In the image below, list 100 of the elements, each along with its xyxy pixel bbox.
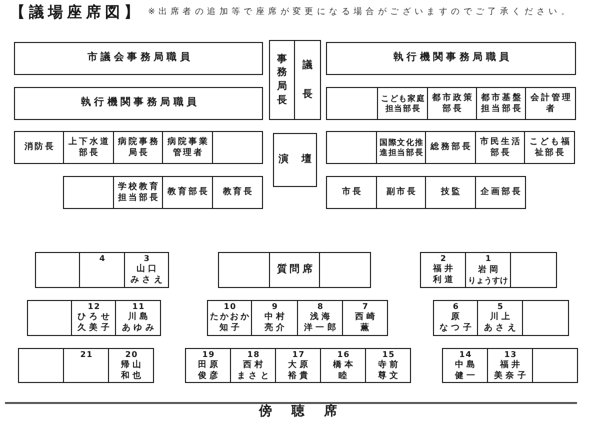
seat-number: 14 [458,350,472,360]
seat-number: 20 [124,350,138,360]
podium-label: 演壇 [278,154,312,166]
member-given-name: 美奈子 [493,370,529,382]
seat-number: 3 [143,254,150,264]
member-surname: たかおか [209,312,250,323]
seat-number: 9 [271,302,278,312]
seat-box [269,252,320,288]
seat-label: 質問席 [276,264,315,276]
seat-number: 21 [79,350,93,360]
member-surname: 田原 [196,360,222,370]
member-surname: 中島 [454,360,478,371]
seat-box [294,40,322,120]
seat-label: 企画部長 [480,187,522,198]
member-given-name: 利道 [432,275,456,286]
member-given-name: 亮介 [263,323,288,334]
seat-box [63,348,110,383]
seat-label: 総務部長 [429,142,472,153]
seat-number: 8 [316,302,324,312]
member-given-name: 薫 [360,323,372,334]
seat-box [326,176,378,209]
member-surname: 西村 [242,360,266,371]
seat-label: 病院事務局長 [117,136,161,158]
seat-box [365,348,412,383]
member-surname: 福井 [498,360,524,370]
gallery-label: 傍聴席 [259,404,337,420]
member-surname: 大原 [286,360,312,370]
seat-label: 市議会事務局職員 [86,52,194,65]
member-given-name: まさと [236,370,272,382]
seat-box [425,176,476,209]
seat-box [113,131,164,164]
seat-label: 消防長 [23,142,56,153]
member-surname: 西崎 [354,312,378,322]
seat-number: 12 [86,302,100,312]
member-given-name: あゆみ [121,323,157,334]
podium-box [273,133,318,187]
seat-box [433,300,478,336]
seat-box [320,348,366,383]
seat-label: 国際文化推進担当部長 [378,138,425,158]
seat-label: 学校教育担当部長 [116,182,161,204]
seat-label: 執行機関事務局職員 [80,97,200,110]
seat-box [185,348,232,383]
member-surname: 帰山 [120,360,144,370]
member-surname: 福井 [432,264,456,274]
seat-box [113,176,164,209]
title: 【議場座席図】 [10,3,143,21]
seat-box [14,42,264,75]
seat-number: 7 [362,302,369,312]
seat-label: 市民生活部長 [479,136,523,158]
member-surname: 寺前 [376,360,402,370]
member-given-name: 裕貴 [286,370,312,382]
seat-box [269,40,296,120]
seat-box [425,131,476,164]
seat-box [487,348,534,383]
seat-box [35,252,80,288]
seat-box [230,348,276,383]
seat-box [212,176,264,209]
seat-box [297,300,344,336]
seat-box [207,300,252,336]
seat-number: 13 [503,350,517,360]
seat-box [212,131,264,164]
member-given-name: 尊文 [376,370,402,382]
member-surname: 橋本 [332,360,356,370]
note-text: ※出席者の追加等で座席が変更になる場合がございますのでご了承ください。 [148,7,574,18]
seat-box [14,87,264,120]
seat-box [376,131,426,164]
seat-label: 会計管理者 [530,92,574,114]
seat-box [376,176,426,209]
seat-box [377,87,428,120]
seat-box [476,87,526,120]
seat-number: 1 [484,254,492,264]
seat-box [162,131,214,164]
seat-number: 16 [336,350,350,360]
seat-box [115,300,162,336]
member-given-name: 睦 [338,370,350,382]
seat-box [326,87,378,120]
seat-box [326,131,378,164]
seat-box [63,176,114,209]
seat-label: 都市基盤担当部長 [480,92,524,114]
member-surname: 原 [450,312,463,323]
seat-box [532,348,578,383]
seat-label: 執行機関事務局職員 [392,52,512,65]
seat-label: 技監 [440,187,462,198]
seat-box [524,131,576,164]
seat-number: 10 [222,302,236,312]
seat-box [475,176,526,209]
member-given-name: 和也 [120,370,144,382]
seat-box [218,252,270,288]
member-surname: 岩岡 [476,264,502,276]
member-given-name: 俊彦 [196,370,222,382]
member-given-name: 洋一郎 [303,323,339,334]
seat-box [27,300,72,336]
member-surname: 浅海 [308,312,334,322]
seat-number: 17 [291,350,305,360]
seat-number: 2 [440,254,447,264]
seat-label: 教育部長 [166,187,210,198]
seat-box [275,348,322,383]
seat-label: 都市政策部長 [431,92,475,114]
seat-box [124,252,170,288]
member-surname: 川上 [488,312,514,323]
